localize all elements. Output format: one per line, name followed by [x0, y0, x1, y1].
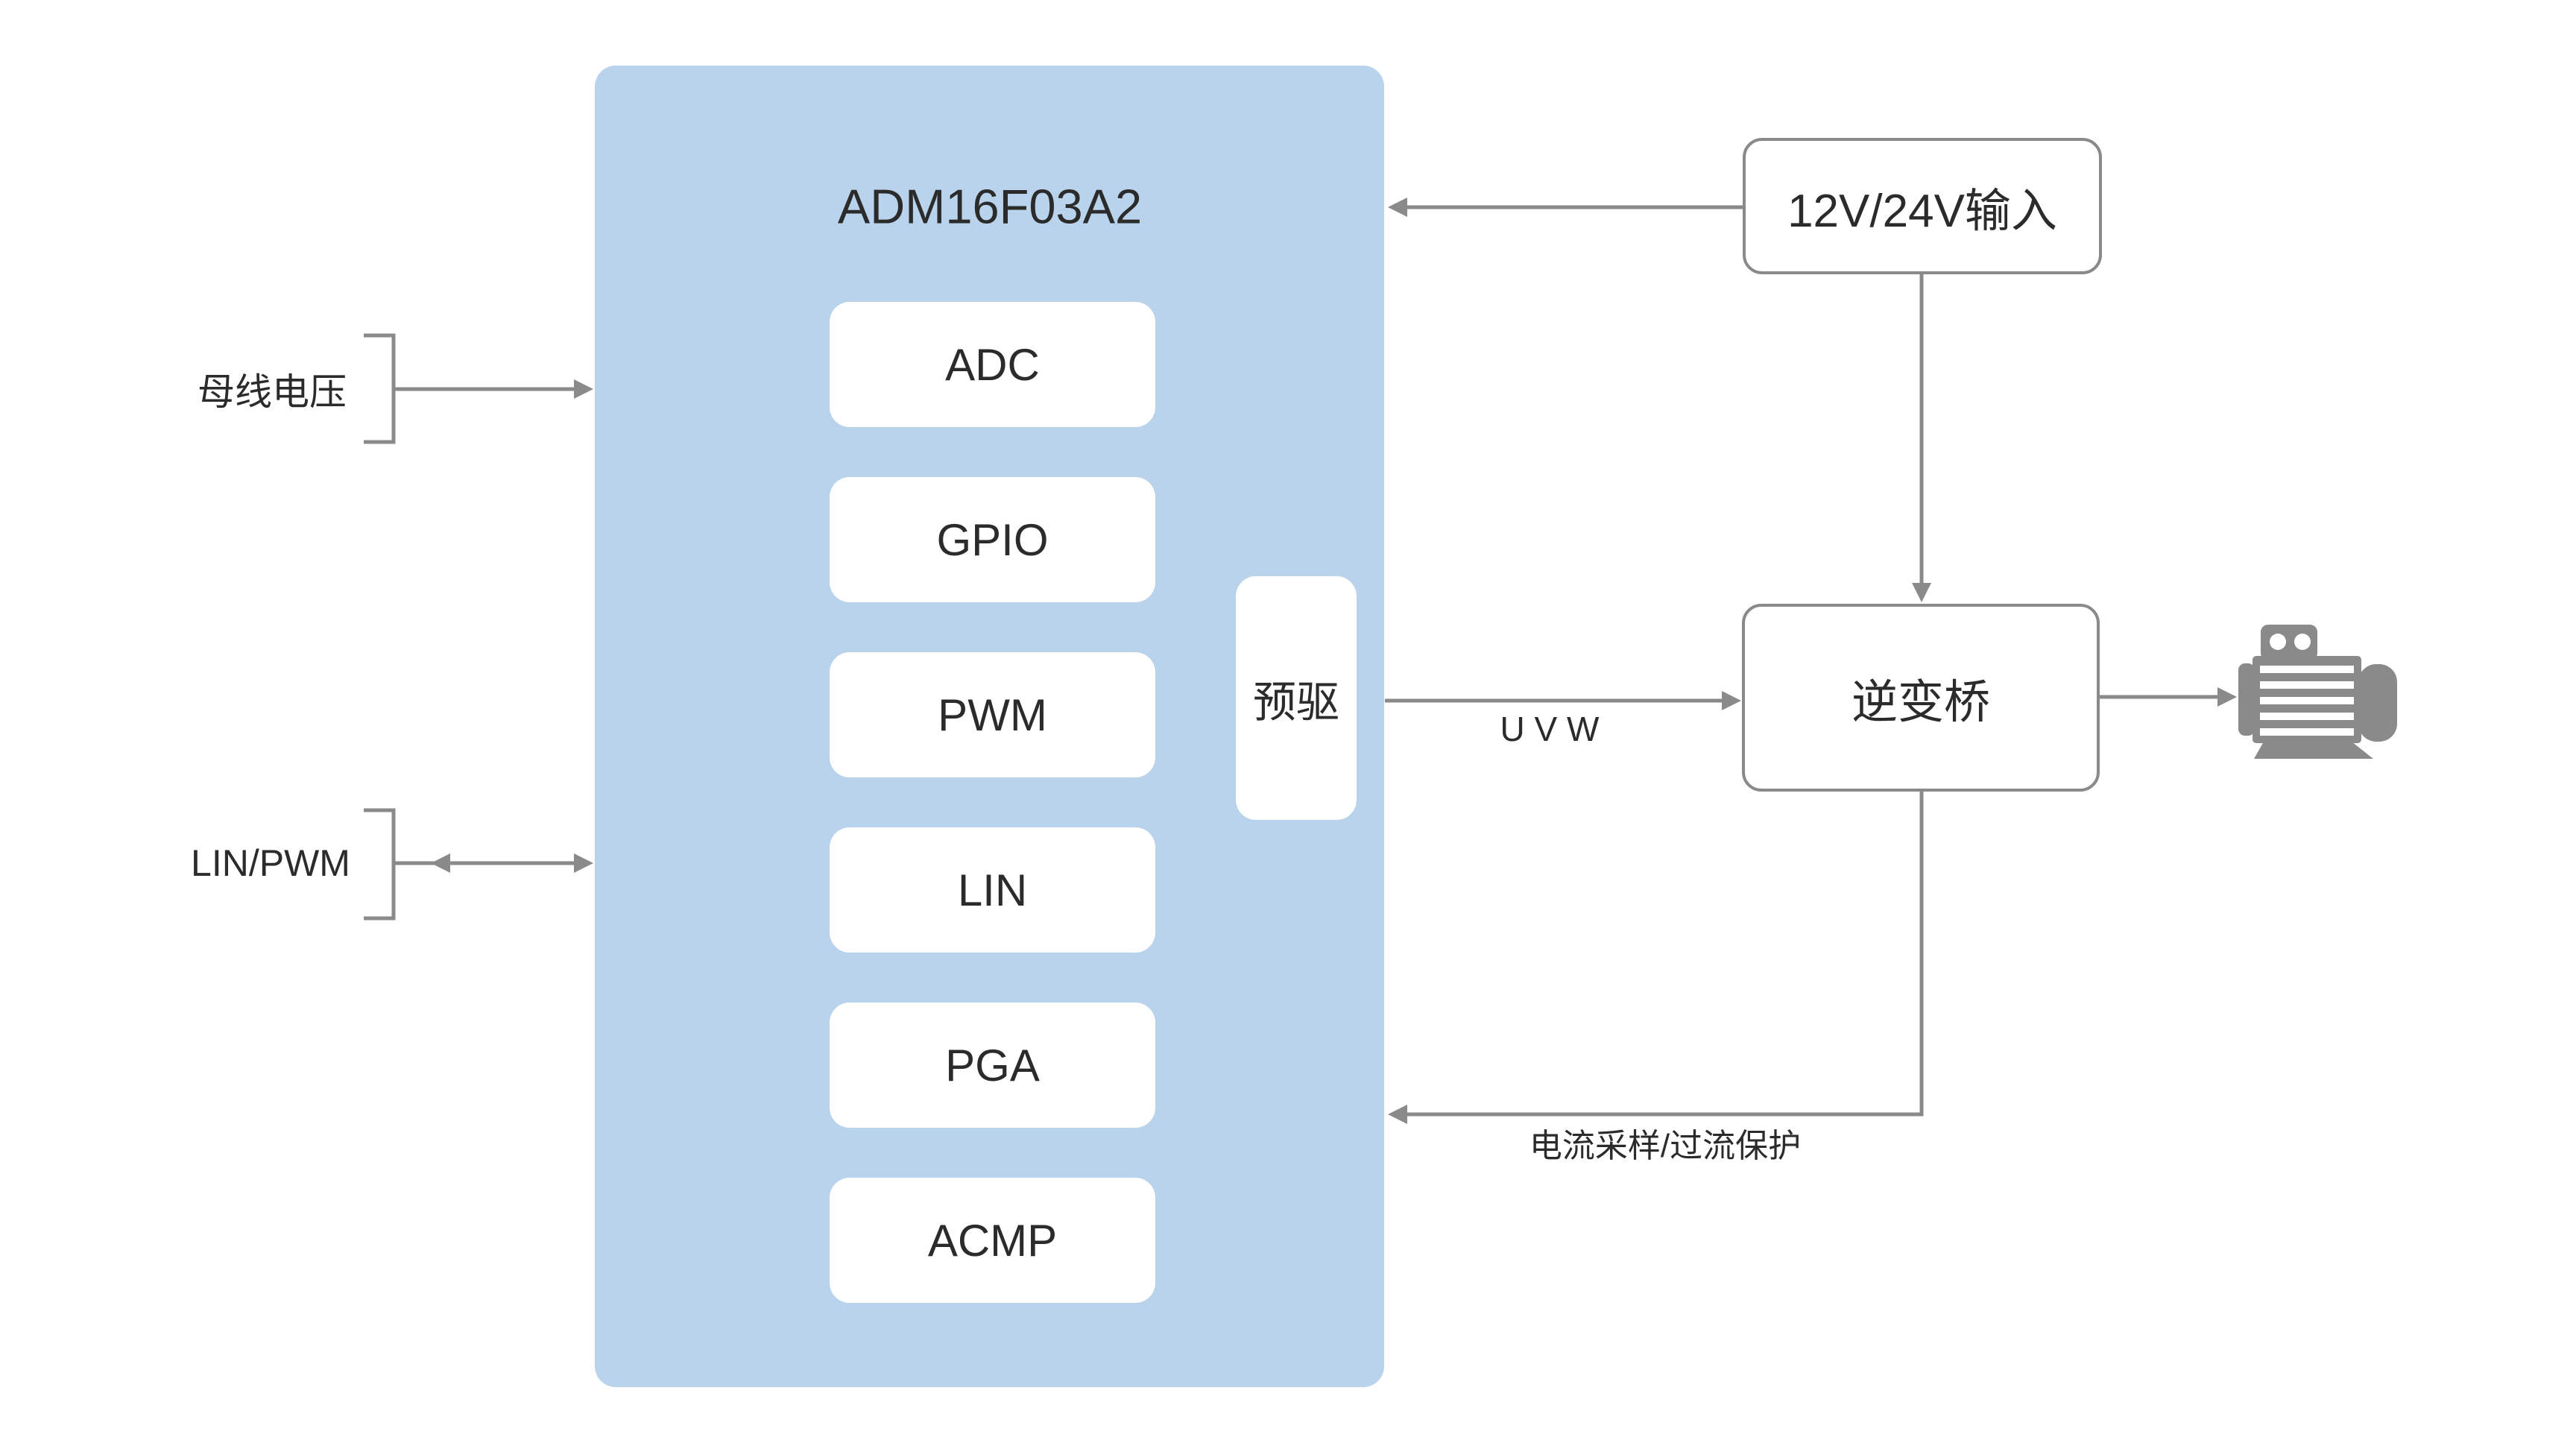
motor-terminal-hole: [2294, 634, 2311, 650]
motor-terminal-hole: [2270, 634, 2286, 650]
motor-left-bump: [2238, 663, 2255, 736]
motor-fin-gap: [2260, 713, 2354, 720]
lin-pwm-bracket: [364, 808, 396, 921]
module-adc-label: ADC: [945, 339, 1040, 390]
motor-fin-gap: [2260, 681, 2354, 689]
chip-title: ADM16F03A2: [837, 179, 1143, 234]
power-input-label: 12V/24V输入: [1787, 185, 2057, 237]
inverter-bridge-label: 逆变桥: [1851, 677, 1990, 728]
module-lin: LIN: [830, 827, 1155, 953]
module-pga-label: PGA: [945, 1040, 1040, 1090]
motor-fin-gap: [2260, 728, 2354, 736]
lin-pwm-arrow: [394, 853, 593, 873]
power-to-inverter-arrow: [1912, 274, 1931, 602]
motor-terminal-box: [2261, 625, 2317, 660]
module-gpio: GPIO: [830, 477, 1155, 602]
bus-voltage-arrow: [394, 379, 593, 399]
current-feedback-arrow: [1388, 792, 1924, 1124]
uvw-arrow: [1385, 691, 1741, 710]
bus-voltage-bracket: [364, 333, 396, 444]
motor-fin-gap: [2260, 666, 2354, 673]
current-protection-label: 电流采样/过流保护: [1529, 1128, 1802, 1164]
bus-voltage-label: 母线电压: [198, 371, 347, 413]
motor-base: [2254, 742, 2373, 759]
predriver-label: 预驱: [1252, 678, 1339, 727]
motor-fin-gap: [2260, 697, 2354, 704]
module-pga: PGA: [830, 1003, 1155, 1128]
motor-body: [2253, 656, 2361, 743]
module-pwm-label: PWM: [938, 689, 1047, 740]
motor-right-cap: [2358, 664, 2397, 742]
power-input-box: 12V/24V输入: [1743, 138, 2102, 274]
uvw-label: U V W: [1500, 710, 1600, 748]
lin-pwm-label: LIN/PWM: [191, 842, 350, 884]
module-acmp: ACMP: [830, 1178, 1155, 1303]
inverter-to-motor-arrow: [2100, 687, 2237, 707]
power-input-arrow: [1388, 198, 1743, 217]
inverter-bridge-box: 逆变桥: [1742, 604, 2100, 792]
motor-icon: [2238, 625, 2397, 759]
module-pwm: PWM: [830, 652, 1155, 777]
predriver-block: 预驱: [1236, 576, 1357, 820]
module-lin-label: LIN: [957, 865, 1028, 915]
module-gpio-label: GPIO: [936, 514, 1049, 565]
module-acmp-label: ACMP: [927, 1215, 1058, 1266]
module-adc: ADC: [830, 302, 1155, 427]
